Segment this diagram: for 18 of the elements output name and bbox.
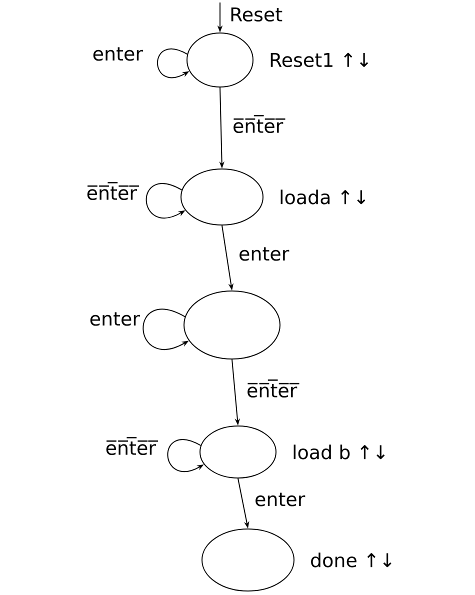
output-label: load b ↑↓: [294, 444, 385, 460]
output-label: Reset1 ↑↓: [270, 52, 368, 68]
state-circle: [200, 426, 276, 478]
output-label: done ↑↓: [311, 552, 392, 568]
state-circle: [202, 528, 294, 592]
edge-label: e̅n̅t̅e̅r̅: [87, 182, 140, 200]
state-circle: [184, 290, 280, 360]
edge-label: Reset: [231, 7, 282, 22]
output-label: loada ↑↓: [280, 190, 366, 204]
edge-label: enter: [93, 47, 143, 61]
edge-label: enter: [256, 492, 306, 506]
edge-label: e̅n̅t̅e̅r̅: [248, 379, 300, 398]
edge-label: e̅n̅t̅e̅r̅: [106, 436, 158, 456]
edge-label: enter: [90, 312, 140, 326]
edge-label: enter: [240, 247, 290, 261]
edge-label: e̅n̅t̅e̅r̅: [234, 114, 286, 134]
state-circle: [186, 32, 254, 88]
state-circle: [180, 168, 264, 226]
